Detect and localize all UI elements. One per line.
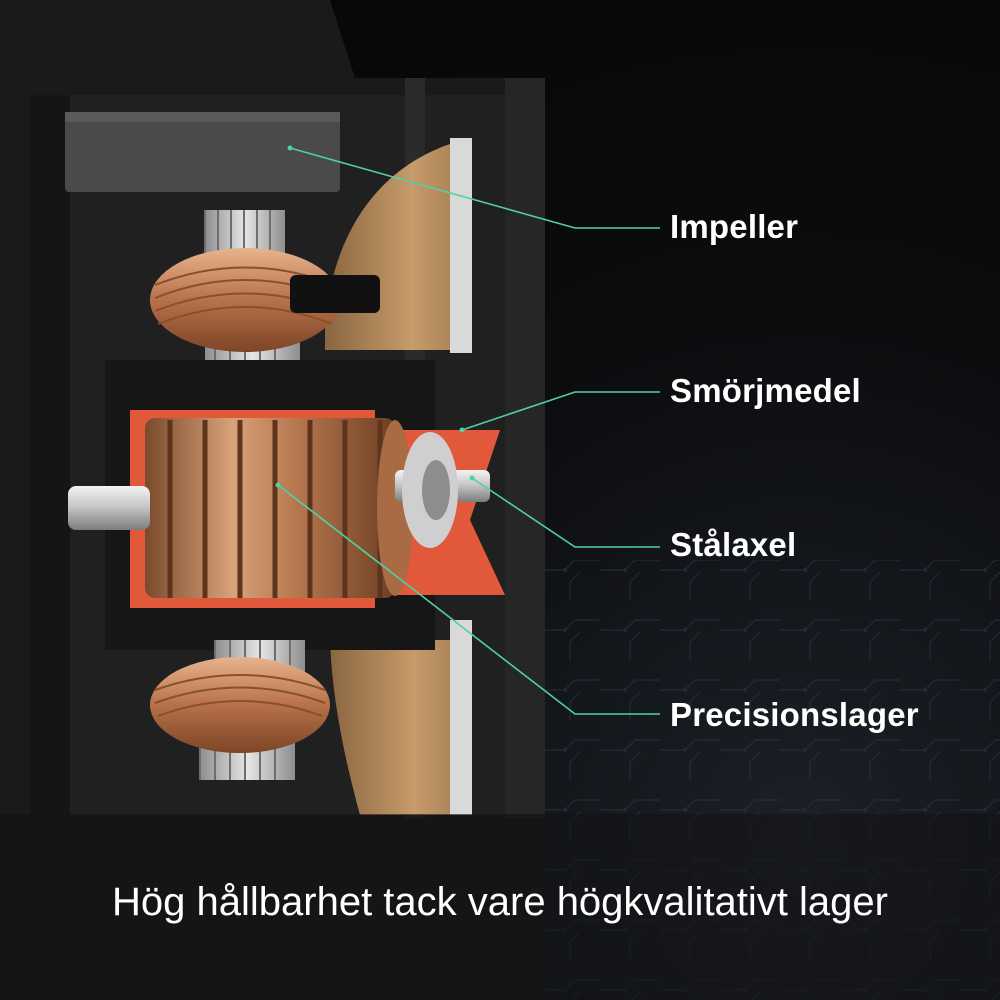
callout-precision-bearing: Precisionslager <box>670 696 919 733</box>
leader-line-impeller <box>289 147 660 229</box>
lower-copper-coil <box>150 657 330 753</box>
upper-shaft <box>290 275 380 313</box>
copper-rotor <box>145 418 413 598</box>
callout-impeller: Impeller <box>670 208 799 245</box>
caption-text: Hög hållbarhet tack vare högkvalitativt … <box>112 880 888 924</box>
leader-line-bearing <box>277 484 660 715</box>
callout-lubricant: Smörjmedel <box>670 372 861 409</box>
impeller-lower <box>330 640 470 815</box>
leader-line-steel-shaft <box>471 477 660 548</box>
magnet-block <box>65 112 340 192</box>
caption-bar <box>0 814 1000 1000</box>
washer <box>402 432 458 548</box>
callout-steel-shaft: Stålaxel <box>670 526 797 563</box>
leader-line-lubricant <box>461 391 660 431</box>
upper-copper-coil <box>150 248 340 352</box>
